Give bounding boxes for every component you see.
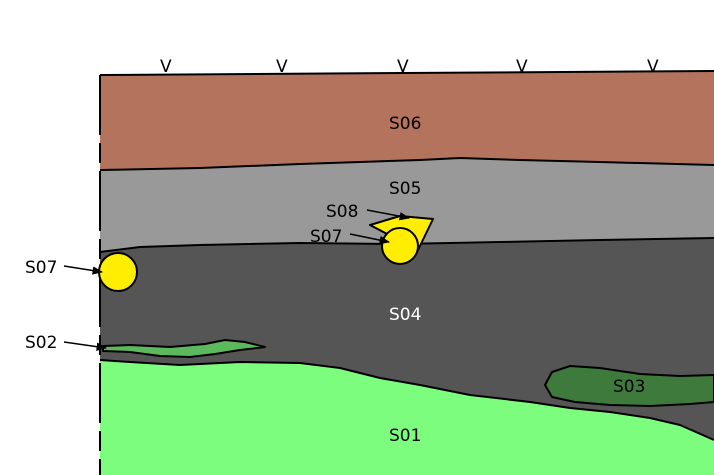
- layer-s01: [100, 360, 714, 475]
- label-s03: S03: [613, 377, 645, 397]
- top-surface-line: [99, 70, 714, 76]
- label-s04: S04: [389, 305, 421, 325]
- boundary-s05-s04: [99, 237, 714, 253]
- callout-s07-left: S07: [25, 258, 57, 278]
- callout-s07-inner-arrow: [349, 233, 391, 245]
- layer-s02: [102, 339, 266, 358]
- layer-s03: [544, 365, 714, 407]
- callout-s02: S02: [25, 333, 57, 353]
- callout-s08: S08: [326, 202, 358, 222]
- surface-markers: V V V V V: [160, 57, 659, 77]
- surface-marker: V: [160, 57, 172, 77]
- callout-s07-inner: S07: [310, 227, 342, 247]
- surface-marker: V: [647, 57, 659, 77]
- surface-marker: V: [276, 57, 288, 77]
- label-s06: S06: [389, 114, 421, 134]
- callout-s08-arrow: [366, 209, 411, 221]
- callout-s07-left-arrow: [63, 265, 104, 275]
- callout-s02-arrow: [63, 341, 108, 351]
- boundary-s06-s05: [99, 157, 714, 171]
- boundary-s04-s01: [99, 359, 714, 441]
- label-s05: S05: [389, 179, 421, 199]
- surface-marker: V: [397, 57, 409, 77]
- layer-s05: [100, 158, 714, 252]
- feature-s07-center: [381, 227, 419, 265]
- layer-s06: [100, 71, 714, 170]
- surface-marker: V: [516, 57, 528, 77]
- label-s01: S01: [389, 426, 421, 446]
- feature-s07-left: [98, 252, 138, 292]
